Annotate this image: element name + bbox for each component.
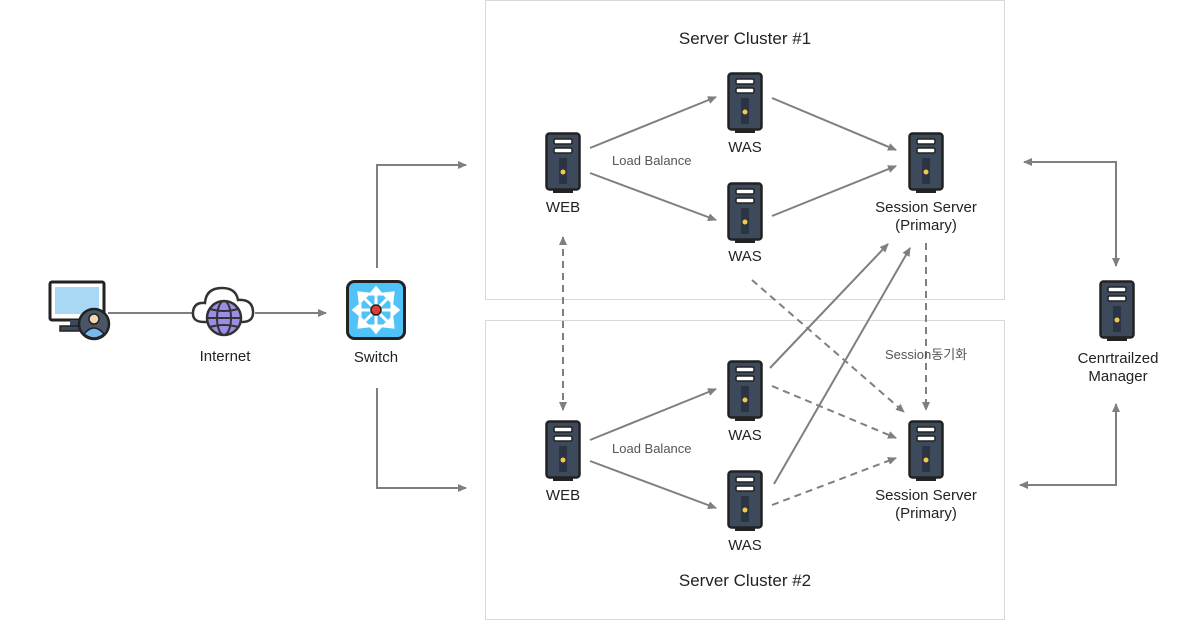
- session1-label-line2: (Primary): [895, 217, 957, 234]
- link-was2a-session2: [771, 385, 897, 439]
- manager-label-line1: Cenrtrailzed: [1077, 350, 1159, 367]
- manager-server-icon: [1099, 280, 1135, 341]
- link-web1-was1a: [589, 96, 717, 149]
- manager-label-line2: Manager: [1088, 368, 1148, 385]
- network-switch-icon: [346, 280, 406, 340]
- load-balance-label-2: Load Balance: [612, 441, 692, 456]
- session-sync-label: Session동기화: [885, 347, 968, 362]
- cluster-1-title: Server Cluster #1: [678, 29, 812, 48]
- session2-label-line2: (Primary): [895, 505, 957, 522]
- was-server-icon: [727, 470, 763, 531]
- was-server-icon: [727, 72, 763, 133]
- session-server-icon: [908, 420, 944, 481]
- was1a-label: WAS: [728, 139, 762, 156]
- web1-label: WEB: [545, 199, 581, 216]
- internet-globe-icon: [191, 286, 255, 337]
- user-computer-icon: [48, 280, 111, 341]
- web-server-icon: [545, 132, 581, 193]
- was2b-label: WAS: [728, 537, 762, 554]
- session1-label-line1: Session Server: [875, 199, 977, 216]
- was-server-icon: [727, 360, 763, 421]
- link-was1b-session2: [751, 279, 905, 413]
- web-server-icon: [545, 420, 581, 481]
- link-web1-was1b: [589, 172, 717, 221]
- link-was2b-session1: [773, 247, 911, 485]
- link-was2a-session1: [769, 243, 889, 369]
- link-switch-cluster2: [376, 388, 467, 492]
- was2a-label: WAS: [728, 427, 762, 444]
- session2-label-line1: Session Server: [875, 487, 977, 504]
- load-balance-label-1: Load Balance: [612, 153, 692, 168]
- link-manager-session2: [1019, 403, 1120, 489]
- link-web2-was2b: [589, 460, 717, 509]
- switch-label: Switch: [353, 349, 399, 366]
- link-web2-was2a: [589, 388, 717, 441]
- session-server-icon: [908, 132, 944, 193]
- link-manager-session1: [1023, 158, 1120, 267]
- link-was2b-session2: [771, 457, 897, 506]
- link-was1a-session1: [771, 97, 897, 151]
- link-was1b-session1: [771, 165, 897, 217]
- link-switch-cluster1: [376, 161, 467, 268]
- cluster-2-title: Server Cluster #2: [678, 571, 812, 590]
- was1b-label: WAS: [728, 248, 762, 265]
- web2-label: WEB: [545, 487, 581, 504]
- internet-label: Internet: [199, 348, 251, 365]
- was-server-icon: [727, 182, 763, 243]
